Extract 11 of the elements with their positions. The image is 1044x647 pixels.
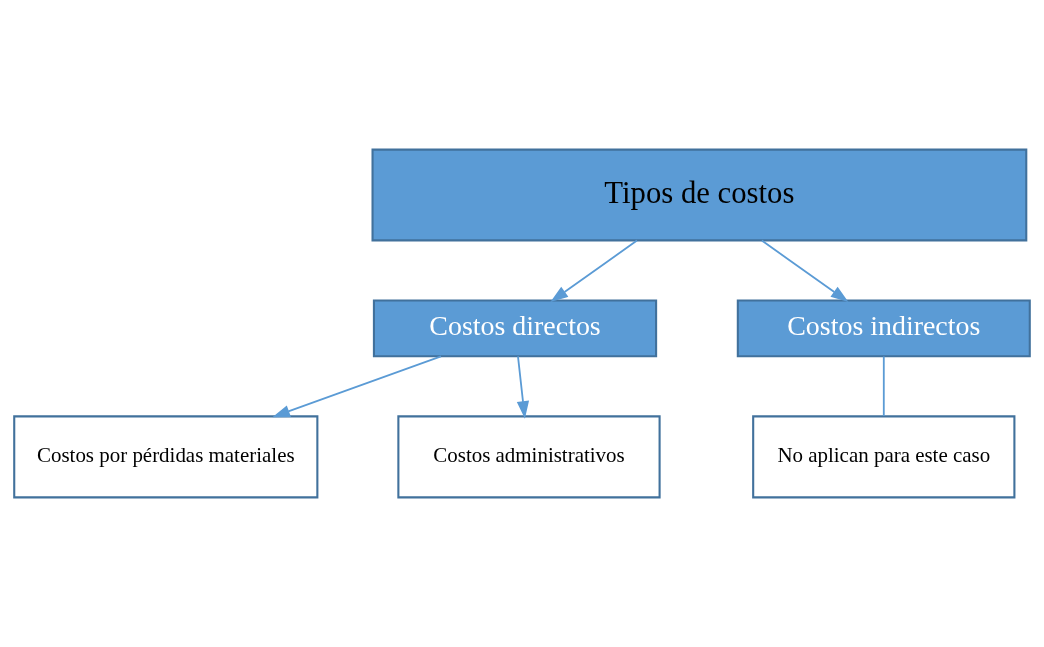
node-box: Costos por pérdidas materiales — [13, 415, 319, 499]
arrow — [760, 239, 849, 302]
node-box: Costos administrativos — [397, 415, 661, 499]
node-box: No aplican para este caso — [752, 415, 1016, 499]
node-box: Tipos de costos — [371, 148, 1028, 242]
arrow — [516, 355, 530, 419]
arrow — [550, 239, 638, 302]
connector — [882, 355, 885, 417]
arrow — [272, 355, 442, 418]
node-box: Costos indirectos — [736, 299, 1031, 358]
node-box: Costos directos — [372, 299, 658, 358]
